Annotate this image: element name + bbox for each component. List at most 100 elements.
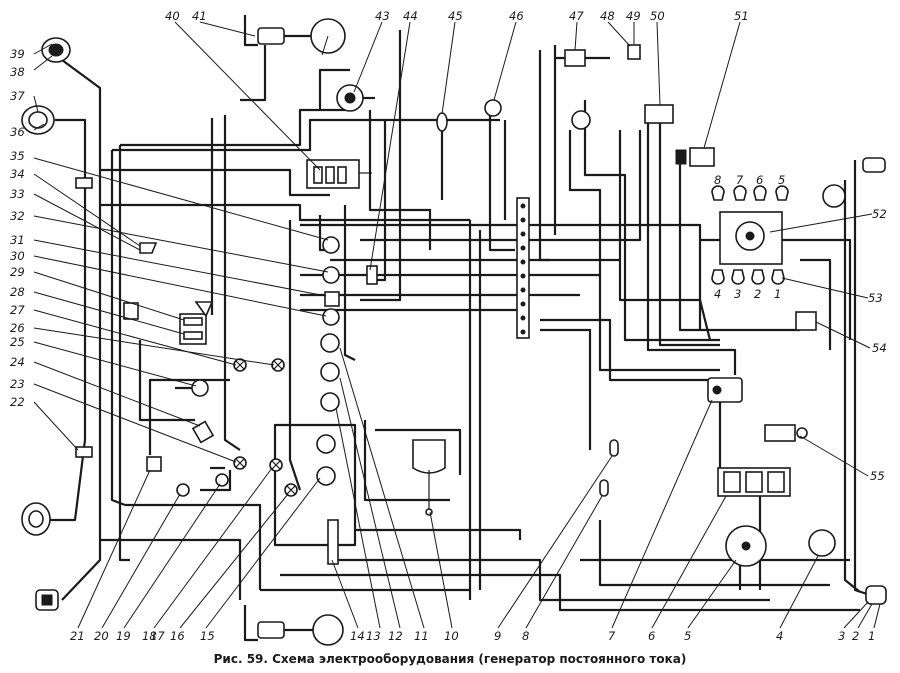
callout-47: 47 [569,9,584,23]
pin-lamp-1 [771,269,785,285]
gauge-26 [191,379,209,397]
rear-lamp-bottom-left [35,589,59,611]
lamp-socket-c [320,392,340,412]
warning-lamps [233,358,298,497]
sensor-19 [215,473,229,487]
device-49 [627,44,641,60]
callout-labels: 39 38 37 36 35 34 33 32 31 30 29 28 27 2… [10,9,887,643]
voltage-relay-51 [675,147,715,167]
pin-label-3: 3 [734,287,741,301]
connector-52 [719,211,783,265]
callout-53: 53 [868,291,883,305]
callout-24: 24 [10,355,25,369]
callout-21: 21 [70,629,85,643]
switch-cluster-28 [179,301,214,345]
callout-5: 5 [684,629,691,643]
callout-52: 52 [872,207,887,221]
callout-9: 9 [494,629,501,643]
pin-label-5: 5 [778,173,785,187]
terminal-strip [516,197,530,339]
fuse-44 [366,265,378,285]
callout-22: 22 [10,395,25,409]
leader-lines [33,21,881,629]
callout-25: 25 [10,335,25,349]
callout-51: 51 [734,9,749,23]
ignition-switch-5 [725,525,767,567]
callout-32: 32 [10,209,25,223]
callout-50: 50 [650,9,665,23]
callout-36: 36 [10,125,25,139]
lamp-socket-e [316,466,336,486]
lamp-socket-a [320,333,340,353]
pin-lamp-2 [751,269,765,285]
callout-16: 16 [170,629,185,643]
callout-4: 4 [776,629,783,643]
junction-36 [75,177,93,189]
pin-lamp-7 [733,185,747,201]
fuse-30 [324,291,340,307]
callout-39: 39 [10,47,25,61]
switch-43 [336,84,375,112]
callout-41: 41 [192,9,207,23]
callout-13: 13 [366,629,381,643]
bulb-9 [609,439,619,457]
pin-label-7: 7 [736,173,744,187]
lamp-socket-d [316,434,336,454]
callout-49: 49 [626,9,641,23]
callout-48: 48 [600,9,615,23]
plug-14 [327,519,339,565]
headlight-left [41,37,71,63]
sender-21 [146,456,162,472]
callout-30: 30 [10,249,25,263]
wire-harness [40,30,871,612]
callout-28: 28 [10,285,25,299]
pin-label-1: 1 [774,287,781,301]
gauge-32 [322,308,340,326]
horn-item [571,110,591,130]
callout-20: 20 [94,629,109,643]
pin-label-4: 4 [714,287,721,301]
figure-caption: Рис. 59. Схема электрооборудования (гене… [213,652,687,666]
sender-54 [795,311,817,331]
callout-35: 35 [10,149,25,163]
sensor-20 [176,483,190,497]
relay-29 [123,302,139,320]
callout-40: 40 [165,9,180,23]
horn-33 [139,242,158,254]
callout-2: 2 [852,629,859,643]
fuse-block-40 [306,159,372,189]
components [21,15,887,646]
rear-light-left [21,502,51,536]
callout-33: 33 [10,187,25,201]
callout-18: 18 [142,629,157,643]
callout-23: 23 [10,377,25,391]
pin-lamp-6 [753,185,767,201]
callout-19: 19 [116,629,131,643]
regulator-50 [644,104,674,124]
pin-lamp-8 [711,185,725,201]
pin-label-2: 2 [754,287,761,301]
starter-7 [707,377,743,403]
lamp-45 [436,112,448,200]
callout-14: 14 [350,629,365,643]
callout-31: 31 [10,233,25,247]
pin-lamp-4 [711,269,725,285]
callout-12: 12 [388,629,403,643]
switch-24 [191,420,215,444]
callout-37: 37 [10,89,25,103]
callout-34: 34 [10,167,25,181]
callout-1: 1 [868,629,875,643]
pin-label-6: 6 [756,173,763,187]
callout-54: 54 [872,341,887,355]
callout-3: 3 [838,629,845,643]
callout-29: 29 [10,265,25,279]
callout-27: 27 [10,303,25,317]
gauge-35 [322,236,340,254]
instrument-10 [412,439,446,516]
callout-46: 46 [509,9,524,23]
pin-label-8: 8 [714,173,721,187]
gauge-31 [322,266,340,284]
junction-22 [75,446,93,458]
callout-6: 6 [648,629,655,643]
bulb-8 [599,479,609,497]
